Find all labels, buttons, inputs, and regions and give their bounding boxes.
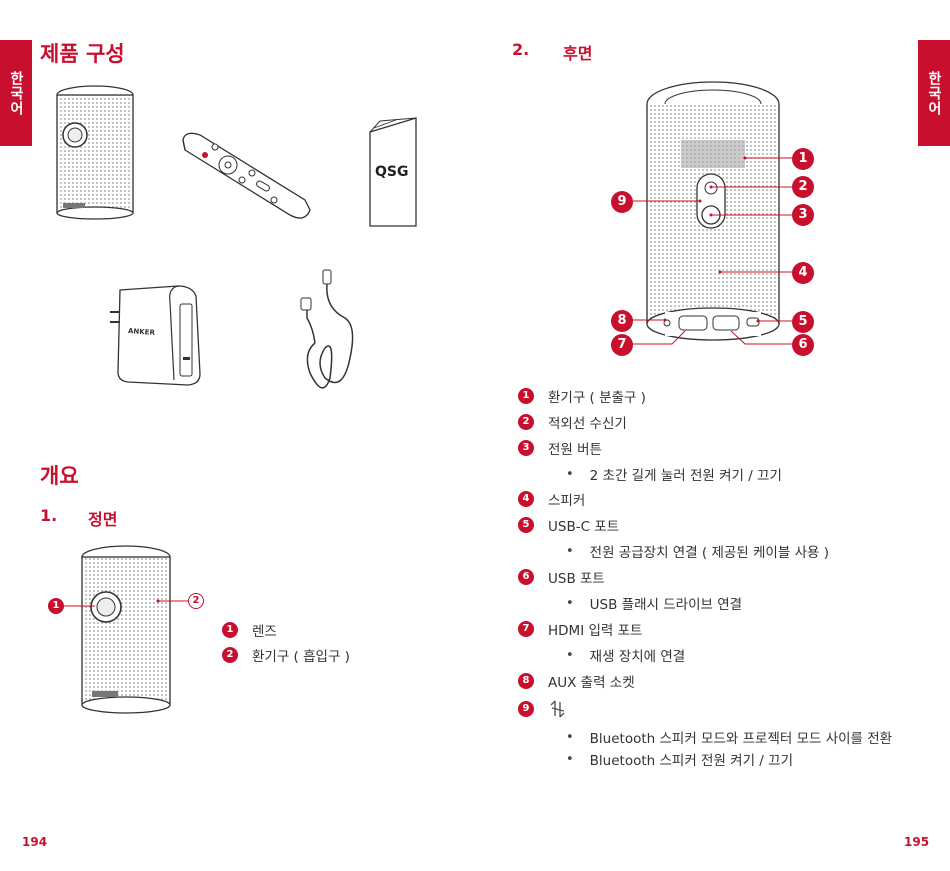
back-item-1-badge: 1 xyxy=(518,388,534,404)
language-tab-right: 한국어 xyxy=(918,40,950,146)
back-callout-1: 1 xyxy=(792,148,814,170)
back-title: 후면 xyxy=(563,44,593,63)
back-item-9-sub-2: • Bluetooth 스피커 전원 켜기 / 끄기 xyxy=(566,749,793,770)
back-callout-5: 5 xyxy=(792,311,814,333)
back-item-5-text: USB-C 포트 xyxy=(548,519,620,535)
back-item-7-sub: • 재생 장치에 연결 xyxy=(566,645,686,666)
back-item-4-text: 스피커 xyxy=(548,493,586,509)
back-item-3: 3 전원 버튼 xyxy=(518,438,602,458)
back-item-7-sub-text: 재생 장치에 연결 xyxy=(589,649,686,665)
back-callout-3: 3 xyxy=(792,204,814,226)
back-callout-4: 4 xyxy=(792,262,814,284)
qsg-booklet-illustration xyxy=(369,117,417,227)
back-callout-2: 2 xyxy=(792,176,814,198)
front-title: 정면 xyxy=(88,510,118,529)
bullet: • xyxy=(566,543,574,559)
back-item-2-badge: 2 xyxy=(518,414,534,430)
back-item-9-sub-1: • Bluetooth 스피커 모드와 프로젝터 모드 사이를 전환 xyxy=(566,727,893,748)
back-item-9-sub-1-text: Bluetooth 스피커 모드와 프로젝터 모드 사이를 전환 xyxy=(589,731,893,747)
back-item-3-sub: • 2 초간 길게 눌러 전원 켜기 / 끄기 xyxy=(566,464,782,485)
back-item-7: 7 HDMI 입력 포트 xyxy=(518,619,642,639)
back-item-7-text: HDMI 입력 포트 xyxy=(548,623,643,639)
back-item-6-sub: • USB 플래시 드라이브 연결 xyxy=(566,593,743,614)
front-callout-2: 2 xyxy=(188,593,204,609)
back-projector-diagram xyxy=(646,81,780,341)
bullet: • xyxy=(566,751,574,767)
back-item-8: 8 AUX 출력 소켓 xyxy=(518,671,635,691)
language-tab-left: 한국어 xyxy=(0,40,32,146)
front-callout-1: 1 xyxy=(48,598,64,614)
back-item-9: 9 xyxy=(518,699,568,719)
front-section-number: 1. xyxy=(40,506,58,525)
back-item-4: 4 스피커 xyxy=(518,489,585,509)
contents-title: 제품 구성 xyxy=(40,42,125,66)
back-item-2-text: 적외선 수신기 xyxy=(548,416,627,432)
mode-switch-icon xyxy=(550,700,565,718)
front-item-2: 2 환기구 ( 흡입구 ) xyxy=(222,645,350,665)
page-number-left: 194 xyxy=(22,835,48,849)
back-callout-8: 8 xyxy=(611,310,633,332)
front-item-1-badge: 1 xyxy=(222,622,238,638)
qsg-label: QSG xyxy=(375,164,409,180)
back-item-5-sub-text: 전원 공급장치 연결 ( 제공된 케이블 사용 ) xyxy=(589,545,829,561)
back-item-8-badge: 8 xyxy=(518,673,534,689)
back-item-7-badge: 7 xyxy=(518,621,534,637)
back-item-6-text: USB 포트 xyxy=(548,571,605,587)
front-item-1: 1 렌즈 xyxy=(222,620,277,640)
back-item-2: 2 적외선 수신기 xyxy=(518,412,627,432)
bullet: • xyxy=(566,466,574,482)
back-section-number: 2. xyxy=(512,40,530,59)
back-item-5-badge: 5 xyxy=(518,517,534,533)
front-item-2-text: 환기구 ( 흡입구 ) xyxy=(252,649,350,665)
bullet: • xyxy=(566,595,574,611)
back-item-5-sub: • 전원 공급장치 연결 ( 제공된 케이블 사용 ) xyxy=(566,541,829,562)
back-item-6-badge: 6 xyxy=(518,569,534,585)
back-item-9-badge: 9 xyxy=(518,701,534,717)
usb-c-cable-illustration xyxy=(300,269,354,389)
back-item-3-text: 전원 버튼 xyxy=(548,442,602,458)
back-item-8-text: AUX 출력 소켓 xyxy=(548,675,635,691)
back-callout-7: 7 xyxy=(611,334,633,356)
remote-illustration xyxy=(182,132,311,219)
back-item-9-sub-2-text: Bluetooth 스피커 전원 켜기 / 끄기 xyxy=(589,753,793,769)
overview-title: 개요 xyxy=(40,464,79,488)
back-item-6: 6 USB 포트 xyxy=(518,567,605,587)
bullet: • xyxy=(566,647,574,663)
front-item-2-badge: 2 xyxy=(222,647,238,663)
back-item-1-text: 환기구 ( 분출구 ) xyxy=(548,390,646,406)
back-item-1: 1 환기구 ( 분출구 ) xyxy=(518,386,646,406)
page-number-right: 195 xyxy=(904,835,930,849)
bullet: • xyxy=(566,729,574,745)
back-item-3-badge: 3 xyxy=(518,440,534,456)
back-callout-9: 9 xyxy=(611,191,633,213)
back-item-5: 5 USB-C 포트 xyxy=(518,515,619,535)
back-item-4-badge: 4 xyxy=(518,491,534,507)
back-callout-6: 6 xyxy=(792,334,814,356)
projector-illustration xyxy=(56,85,134,220)
back-item-6-sub-text: USB 플래시 드라이브 연결 xyxy=(589,597,743,613)
front-projector-diagram xyxy=(81,545,171,714)
power-adapter-illustration xyxy=(110,285,201,386)
back-item-3-sub-text: 2 초간 길게 눌러 전원 켜기 / 끄기 xyxy=(589,468,782,484)
front-item-1-text: 렌즈 xyxy=(252,624,277,640)
